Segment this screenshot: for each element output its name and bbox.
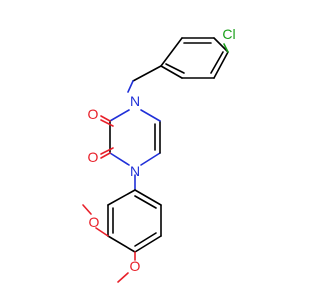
bond-o	[82, 204, 92, 215]
atom-label-n4: N	[130, 163, 140, 179]
bond-o	[100, 147, 114, 155]
bond-o	[100, 119, 114, 127]
bond	[107, 189, 136, 206]
atom-label-o-methoxy-2: O	[130, 258, 141, 274]
bond	[134, 232, 157, 247]
bond	[132, 65, 162, 82]
bond	[213, 51, 229, 79]
bond-o	[100, 152, 111, 159]
bond	[160, 65, 183, 79]
bond	[134, 195, 157, 209]
bond	[134, 189, 162, 206]
bond	[213, 37, 229, 53]
bond-n	[109, 109, 130, 122]
atom-label-o-methoxy-1: O	[89, 214, 100, 230]
bond-cl	[223, 43, 229, 53]
bond-n	[127, 80, 134, 93]
atom-label-o2: O	[88, 106, 99, 122]
atom-label-n1: N	[130, 93, 140, 109]
bond-n	[109, 152, 130, 166]
bond	[210, 51, 224, 74]
bond-n	[140, 109, 161, 122]
atom-label-cl: Cl	[222, 26, 235, 42]
atom-label-o3: O	[88, 149, 99, 165]
bond-n	[140, 152, 161, 166]
bond	[165, 63, 185, 74]
bond	[107, 235, 136, 253]
bond	[160, 37, 183, 67]
atom-labels: Cl N N O O O O	[88, 26, 236, 274]
bond-o	[117, 272, 129, 283]
bond-o	[95, 227, 109, 237]
bonds	[82, 37, 229, 283]
bond	[134, 235, 162, 253]
bond-o	[100, 115, 111, 122]
chemical-structure-diagram: Cl N N O O O O	[82, 26, 236, 283]
